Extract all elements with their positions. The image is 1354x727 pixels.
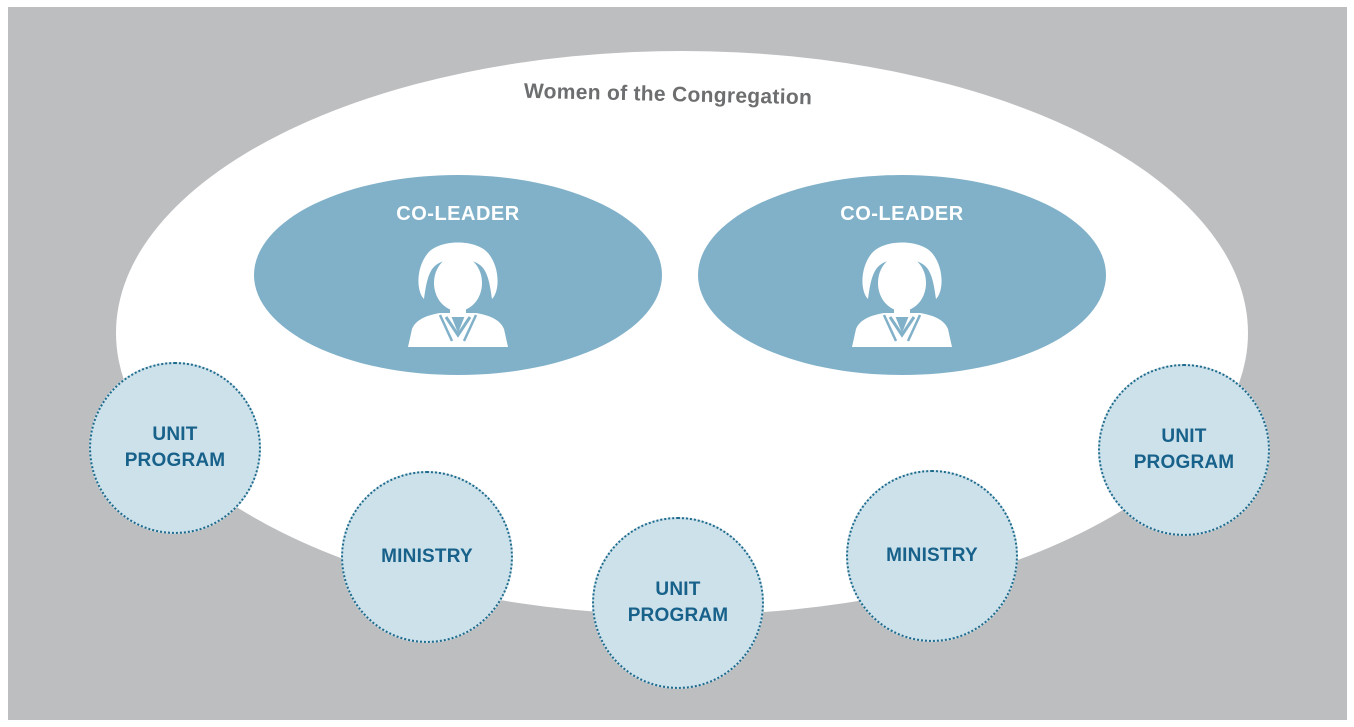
bubble-label-line: UNIT (655, 579, 701, 600)
co-leader-label-1: CO-LEADER (396, 203, 520, 225)
co-leader-ellipse-1: CO-LEADER (254, 175, 662, 375)
unit-program-bubble-1: UNIT PROGRAM (89, 362, 261, 534)
unit-program-bubble-3: UNIT PROGRAM (1098, 364, 1270, 536)
bubble-label-line: UNIT (152, 424, 198, 445)
co-leader-label-2: CO-LEADER (840, 203, 964, 225)
diagram-canvas: Women of the Congregation CO-LEADER CO-L… (8, 7, 1347, 720)
woman-avatar-icon (408, 242, 508, 347)
unit-program-bubble-2: UNIT PROGRAM (592, 517, 764, 689)
woman-avatar-icon (852, 242, 952, 347)
bubble-label-line: MINISTRY (886, 545, 978, 566)
bubble-label-line: PROGRAM (1133, 452, 1235, 473)
bubble-label-line: PROGRAM (627, 605, 729, 626)
bubble-label-line: UNIT (1161, 426, 1207, 447)
ministry-bubble-1: MINISTRY (341, 471, 513, 643)
co-leader-ellipse-2: CO-LEADER (698, 175, 1106, 375)
ministry-bubble-2: MINISTRY (846, 470, 1018, 642)
bubble-label-line: PROGRAM (124, 450, 226, 471)
bubble-label-line: MINISTRY (381, 546, 473, 567)
